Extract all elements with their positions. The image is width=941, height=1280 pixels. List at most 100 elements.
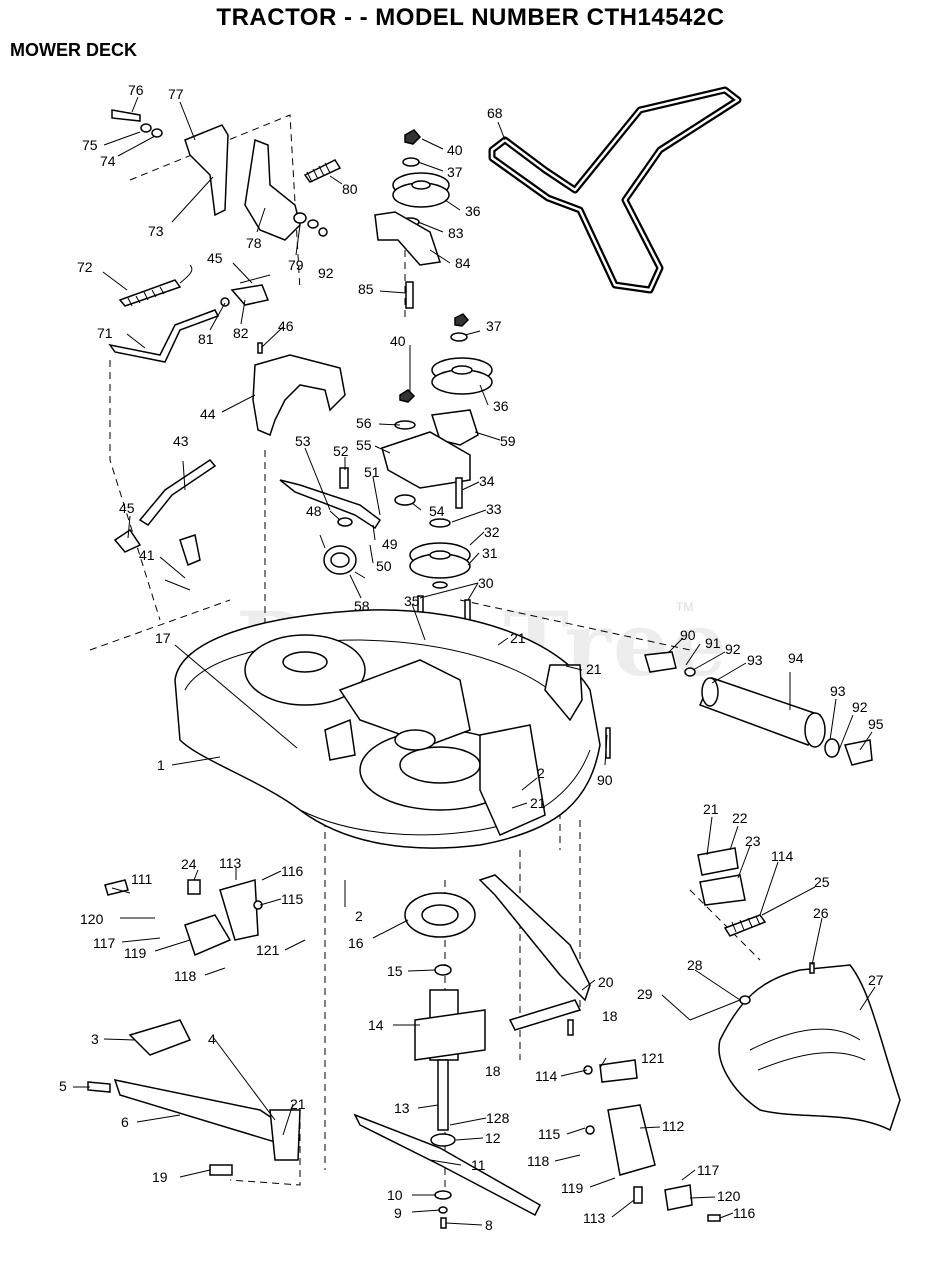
callout-6: 6 <box>121 1114 129 1130</box>
callout-15: 15 <box>387 963 403 979</box>
callout-25: 25 <box>814 874 830 890</box>
callout-21: 21 <box>290 1096 306 1112</box>
callout-92: 92 <box>318 265 334 281</box>
callout-8: 8 <box>485 1217 493 1233</box>
callout-21: 21 <box>530 795 546 811</box>
callout-118: 118 <box>174 968 197 984</box>
callout-18: 18 <box>602 1008 618 1024</box>
callout-74: 74 <box>100 153 116 169</box>
callout-93: 93 <box>830 683 846 699</box>
callout-58: 58 <box>354 598 370 614</box>
rear-hanger-brackets <box>583 1059 721 1222</box>
callout-90: 90 <box>597 772 613 788</box>
callout-48: 48 <box>306 503 322 519</box>
callout-72: 72 <box>77 259 93 275</box>
callout-85: 85 <box>358 281 374 297</box>
callout-114: 116 <box>281 863 304 879</box>
callout-36: 36 <box>465 203 481 219</box>
callout-121: 121 <box>641 1050 665 1066</box>
callout-94: 94 <box>788 650 804 666</box>
callout-21: 21 <box>703 801 719 817</box>
callout-117: 117 <box>697 1162 720 1178</box>
callout-3: 3 <box>91 1031 99 1047</box>
callout-79: 79 <box>288 257 304 273</box>
callout-43: 43 <box>173 433 189 449</box>
callout-16: 16 <box>348 935 364 951</box>
callout-117: 117 <box>93 935 116 951</box>
discharge-chute-assembly <box>689 847 901 1132</box>
idler-pulley-lower <box>381 313 493 661</box>
callout-17: 17 <box>155 630 171 646</box>
diagram-subtitle: MOWER DECK <box>10 40 137 60</box>
callout-46: 46 <box>278 318 294 334</box>
callout-31: 31 <box>482 545 498 561</box>
idler-arm-part <box>279 467 382 579</box>
leader-lines <box>73 96 876 1226</box>
callout-5: 5 <box>59 1078 67 1094</box>
callout-128: 128 <box>486 1110 510 1126</box>
callout-41: 41 <box>139 547 155 563</box>
callout-49: 49 <box>382 536 398 552</box>
callout-113: 24 <box>181 856 197 872</box>
callout-93: 93 <box>747 652 763 668</box>
callout-75: 75 <box>82 137 98 153</box>
front-link-part <box>478 874 591 1036</box>
callout-91: 91 <box>705 635 721 651</box>
lift-linkage-middle <box>108 264 271 363</box>
callout-40: 40 <box>390 333 406 349</box>
callout-28: 28 <box>687 957 703 973</box>
callout-53: 53 <box>295 433 311 449</box>
callout-77: 77 <box>168 86 184 102</box>
callout-113: 113 <box>583 1210 606 1226</box>
callout-29: 29 <box>637 986 653 1002</box>
watermark-trademark: TM <box>676 600 694 614</box>
callout-120: 120 <box>80 911 104 927</box>
callout-14: 14 <box>368 1017 384 1033</box>
callout-50: 50 <box>376 558 392 574</box>
callout-54: 54 <box>429 503 445 519</box>
diagram-title: TRACTOR - - MODEL NUMBER CTH14542C <box>216 4 725 31</box>
lift-linkage-lower <box>113 459 217 591</box>
callout-81: 81 <box>198 331 214 347</box>
callout-19: 19 <box>152 1169 168 1185</box>
callout-73: 73 <box>148 223 164 239</box>
callout-32: 32 <box>484 524 500 540</box>
callout-21: 21 <box>586 661 602 677</box>
idler-pulley-upper <box>374 129 450 309</box>
callout-22: 22 <box>732 810 748 826</box>
callout-37: 37 <box>447 164 463 180</box>
belt-guard-part <box>252 342 346 437</box>
callout-36: 36 <box>493 398 509 414</box>
callout-83: 83 <box>448 225 464 241</box>
callout-21: 21 <box>510 630 526 646</box>
callout-37: 37 <box>486 318 502 334</box>
callout-80: 80 <box>342 181 358 197</box>
callout-24: 114 <box>771 848 794 864</box>
callout-20: 20 <box>598 974 614 990</box>
callout-11: 11 <box>471 1157 486 1173</box>
callout-119: 119 <box>561 1180 584 1196</box>
callout-92: 92 <box>725 641 741 657</box>
callout-30: 30 <box>478 575 494 591</box>
callout-76: 76 <box>128 82 144 98</box>
callout-56: 56 <box>356 415 372 431</box>
lift-linkage-upper <box>111 109 342 241</box>
callout-71: 71 <box>97 325 113 341</box>
callout-115: 115 <box>538 1126 561 1142</box>
callout-45: 45 <box>119 500 135 516</box>
callout-27: 27 <box>868 972 884 988</box>
callout-4: 4 <box>208 1031 216 1047</box>
callout-40: 40 <box>447 142 463 158</box>
callout-82: 82 <box>233 325 249 341</box>
deck-hanger-brackets <box>87 879 301 1176</box>
callout-90: 90 <box>680 627 696 643</box>
callout-2: 2 <box>355 908 363 924</box>
callout-13: 13 <box>394 1100 410 1116</box>
anti-scalp-roller <box>544 651 873 766</box>
callout-59: 59 <box>500 433 516 449</box>
callout-119: 119 <box>124 945 147 961</box>
callout-55: 55 <box>356 437 372 453</box>
callout-52: 52 <box>333 443 349 459</box>
callout-68: 68 <box>487 105 503 121</box>
